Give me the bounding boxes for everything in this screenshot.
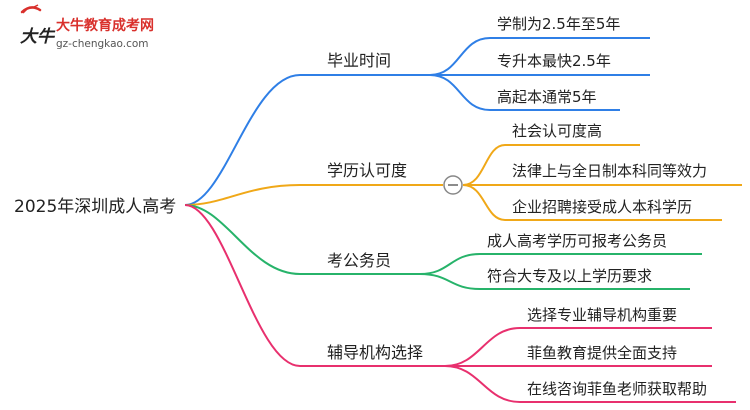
connector-root-civil-service xyxy=(184,204,420,275)
branch-label-tutoring[interactable]: 辅导机构选择 xyxy=(327,343,423,362)
leaf-civil-service-1[interactable]: 成人高考学历可报考公务员 xyxy=(487,232,667,250)
logo-name: 大牛教育成考网 xyxy=(56,17,154,34)
leaf-tutoring-2[interactable]: 菲鱼教育提供全面支持 xyxy=(527,344,677,362)
leaf-graduation-2[interactable]: 专升本最快2.5年 xyxy=(497,52,611,70)
leaf-recognition-3[interactable]: 企业招聘接受成人本科学历 xyxy=(512,198,692,216)
connector-civil-service-2 xyxy=(419,273,690,290)
connector-root-graduation xyxy=(184,74,430,206)
branch-label-civil-service[interactable]: 考公务员 xyxy=(327,251,391,270)
leaf-graduation-3[interactable]: 高起本通常5年 xyxy=(497,88,597,106)
connector-root-tutoring xyxy=(184,204,445,367)
logo-mark-icon: 大牛 xyxy=(20,4,56,47)
leaf-tutoring-1[interactable]: 选择专业辅导机构重要 xyxy=(527,306,677,324)
root-node-label[interactable]: 2025年深圳成人高考 xyxy=(14,197,176,217)
connector-graduation-1 xyxy=(429,37,650,76)
logo-mark-text: 大牛 xyxy=(20,27,56,47)
site-logo[interactable]: 大牛 大牛教育成考网 gz-chengkao.com xyxy=(20,4,154,50)
minus-circle-icon[interactable] xyxy=(443,175,463,195)
connector-root-recognition xyxy=(184,184,443,206)
connector-recognition-1 xyxy=(462,144,640,186)
connector-civil-service-1 xyxy=(419,253,702,275)
connector-recognition-3 xyxy=(462,184,722,221)
leaf-recognition-2[interactable]: 法律上与全日制本科同等效力 xyxy=(512,162,707,180)
connector-lines xyxy=(184,37,742,403)
leaf-tutoring-3[interactable]: 在线咨询菲鱼老师获取帮助 xyxy=(527,380,707,398)
connector-tutoring-3 xyxy=(444,365,736,403)
connector-graduation-3 xyxy=(429,74,620,111)
logo-url: gz-chengkao.com xyxy=(56,38,149,50)
branch-label-graduation[interactable]: 毕业时间 xyxy=(327,51,391,70)
branch-label-recognition[interactable]: 学历认可度 xyxy=(327,161,407,180)
leaf-graduation-1[interactable]: 学制为2.5年至5年 xyxy=(497,15,620,33)
leaf-civil-service-2[interactable]: 符合大专及以上学历要求 xyxy=(487,267,652,285)
leaf-recognition-1[interactable]: 社会认可度高 xyxy=(512,122,602,140)
connector-tutoring-1 xyxy=(444,327,712,367)
